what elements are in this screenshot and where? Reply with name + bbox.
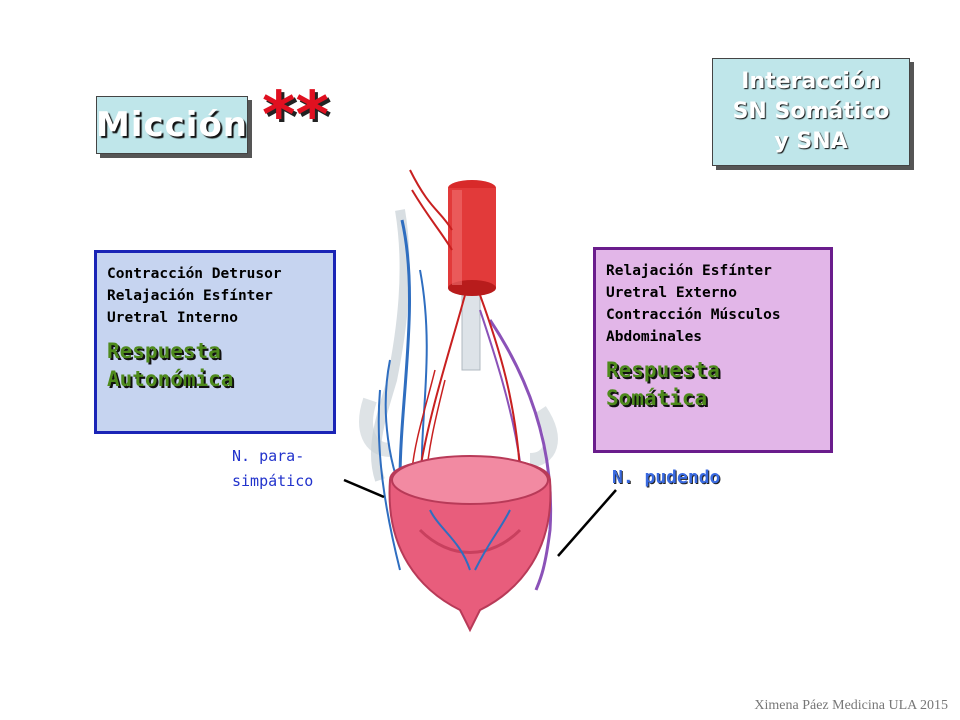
interaction-line-2: SN Somático [732,99,890,124]
page-title: Micción [96,105,249,145]
pudendal-label: N. pudendo [612,467,721,488]
somatic-response: Respuesta Somática [606,356,820,412]
autonomic-line-1: Contracción Detrusor [107,266,282,282]
somatic-line-3: Contracción Músculos [606,307,781,323]
parasympathetic-label: N. para- simpático [232,444,313,494]
parasympathetic-label-line-2: simpático [232,472,314,490]
somatic-response-line-2: Somática [606,386,708,410]
credit-text: Ximena Páez Medicina ULA 2015 [754,698,948,713]
somatic-line-2: Uretral Externo [606,285,737,301]
somatic-line-4: Abdominales [606,329,703,345]
autonomic-response-line-1: Respuesta [107,339,221,363]
autonomic-response: Respuesta Autonómica [107,337,323,393]
somatic-response-line-1: Respuesta [606,358,720,382]
parasympathetic-pointer [343,478,385,499]
somatic-line-1: Relajación Esfínter [606,263,772,279]
bladder-illustration [359,169,558,633]
autonomic-box: Contracción Detrusor Relajación Esfínter… [94,250,336,434]
autonomic-line-2: Relajación Esfínter [107,288,273,304]
interaction-line-1: Interacción [741,69,881,94]
autonomic-line-3: Uretral Interno [107,310,238,326]
interaction-box: Interacción SN Somático y SNA [712,58,910,166]
somatic-box: Relajación Esfínter Uretral Externo Cont… [593,247,833,453]
title-box: Micción [96,96,248,154]
title-asterisks: ** [262,79,329,153]
parasympathetic-label-line-1: N. para- [232,447,305,465]
pudendal-pointer [557,489,617,557]
autonomic-response-line-2: Autonómica [107,367,234,391]
interaction-line-3: y SNA [774,129,848,154]
